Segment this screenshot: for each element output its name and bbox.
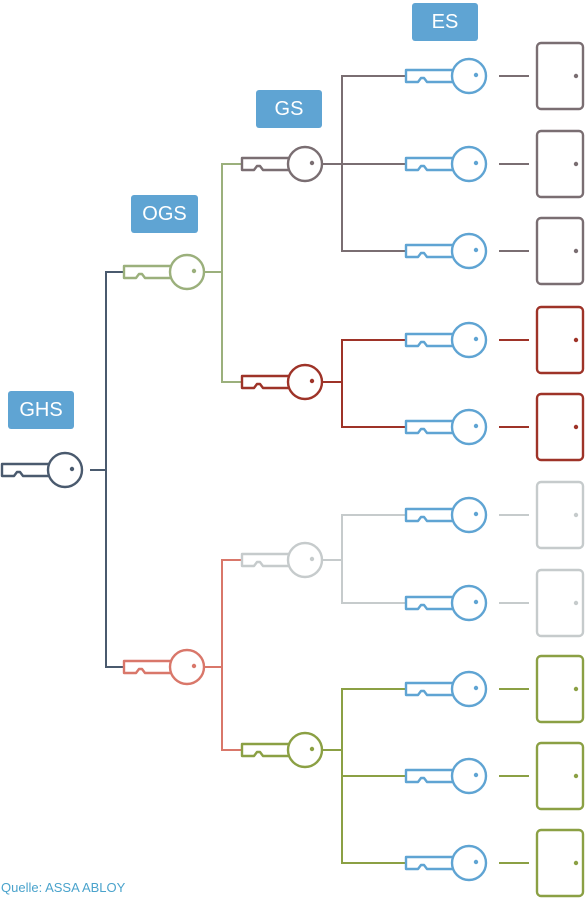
tree-connectors [90, 75, 529, 864]
gs-key-icon [240, 363, 324, 401]
door-icon [535, 41, 585, 111]
door-icon [535, 654, 585, 724]
door-icon [535, 216, 585, 286]
source-credit: Quelle: ASSA ABLOY [1, 880, 126, 895]
door-icon [535, 828, 585, 898]
es-key-icon [404, 584, 488, 622]
es-key-icon [404, 496, 488, 534]
door-icon [535, 741, 585, 811]
gs-key-icon [240, 731, 324, 769]
es-key-icon [404, 757, 488, 795]
es-key-icon [404, 844, 488, 882]
es-key-icon [404, 145, 488, 183]
doors-layer [535, 41, 585, 898]
es-key-icon [404, 57, 488, 95]
door-icon [535, 392, 585, 462]
es-key-icon [404, 321, 488, 359]
gs-key-icon [240, 145, 324, 183]
keys-layer [0, 57, 488, 882]
es-key-icon [404, 232, 488, 270]
level-badge-gs: GS [256, 90, 322, 128]
ogs-key-icon [122, 648, 206, 686]
gs-key-icon [240, 541, 324, 579]
door-icon [535, 305, 585, 375]
es-key-icon [404, 408, 488, 446]
ghs-key-icon [0, 451, 84, 489]
door-icon [535, 129, 585, 199]
ogs-key-icon [122, 253, 206, 291]
level-badge-ghs: GHS [8, 391, 74, 429]
door-icon [535, 568, 585, 638]
level-badge-es: ES [412, 3, 478, 41]
door-icon [535, 480, 585, 550]
level-badge-ogs: OGS [131, 195, 198, 233]
es-key-icon [404, 670, 488, 708]
